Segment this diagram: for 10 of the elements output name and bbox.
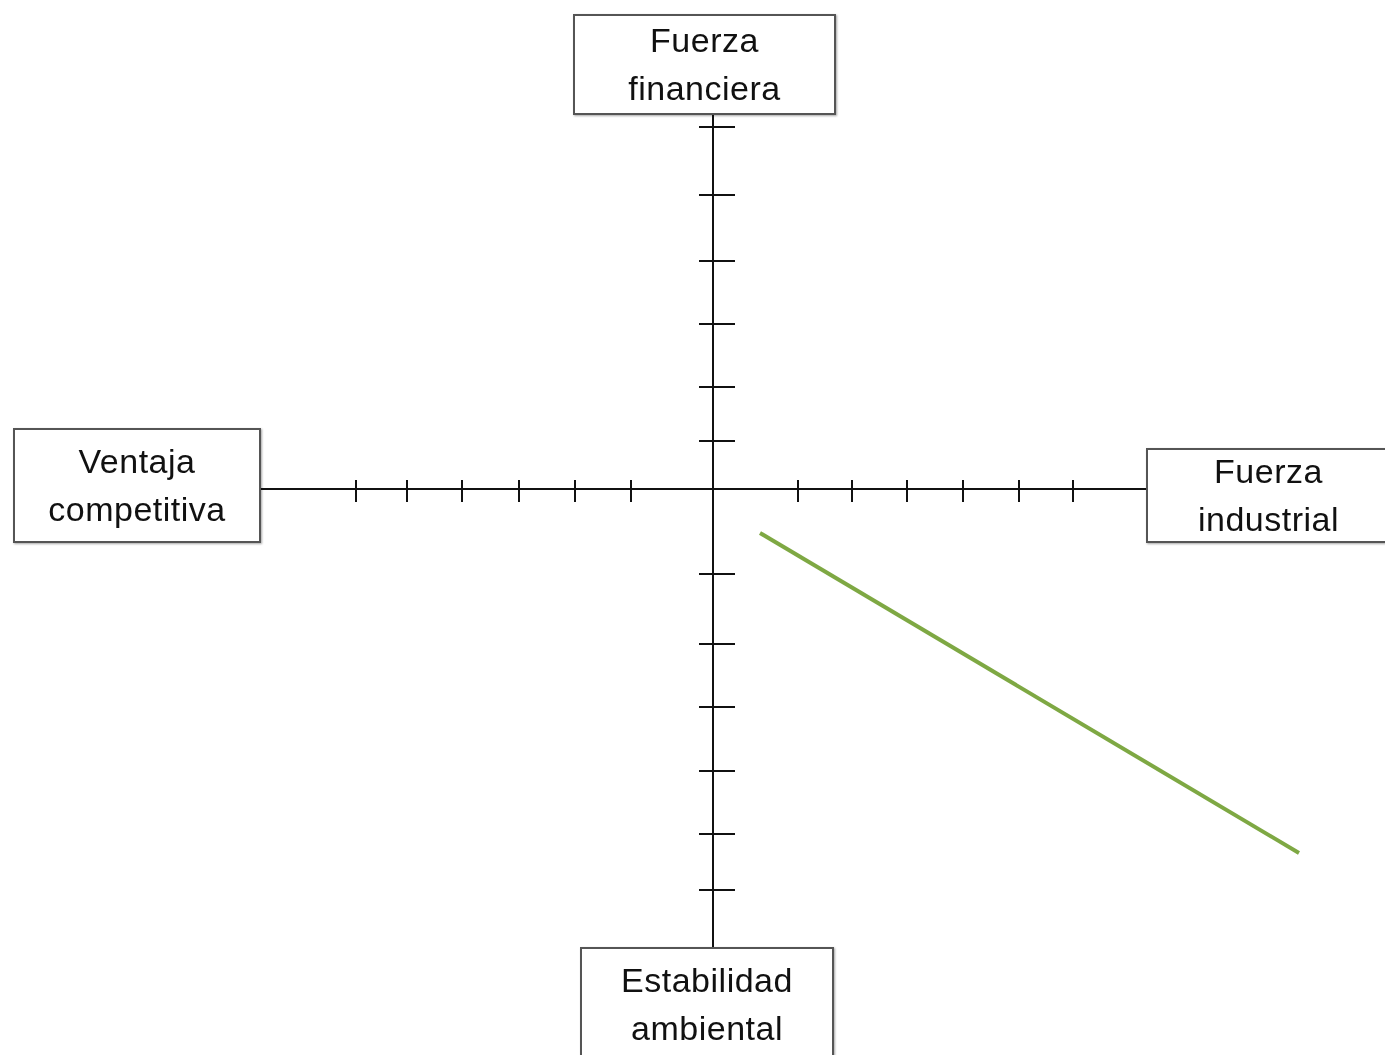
label-box xyxy=(580,947,834,1055)
axis-label: Estabilidad ambiental xyxy=(620,959,794,1049)
axis-label: Ventaja competitiva xyxy=(47,440,227,530)
label-box xyxy=(1146,448,1385,543)
label-box xyxy=(573,14,836,115)
axis-label: Fuerza financiera xyxy=(627,19,782,109)
axis-line xyxy=(260,488,1147,490)
label-box xyxy=(13,428,261,543)
axis-line xyxy=(712,114,714,948)
axis-label: Fuerza industrial xyxy=(1196,450,1341,540)
